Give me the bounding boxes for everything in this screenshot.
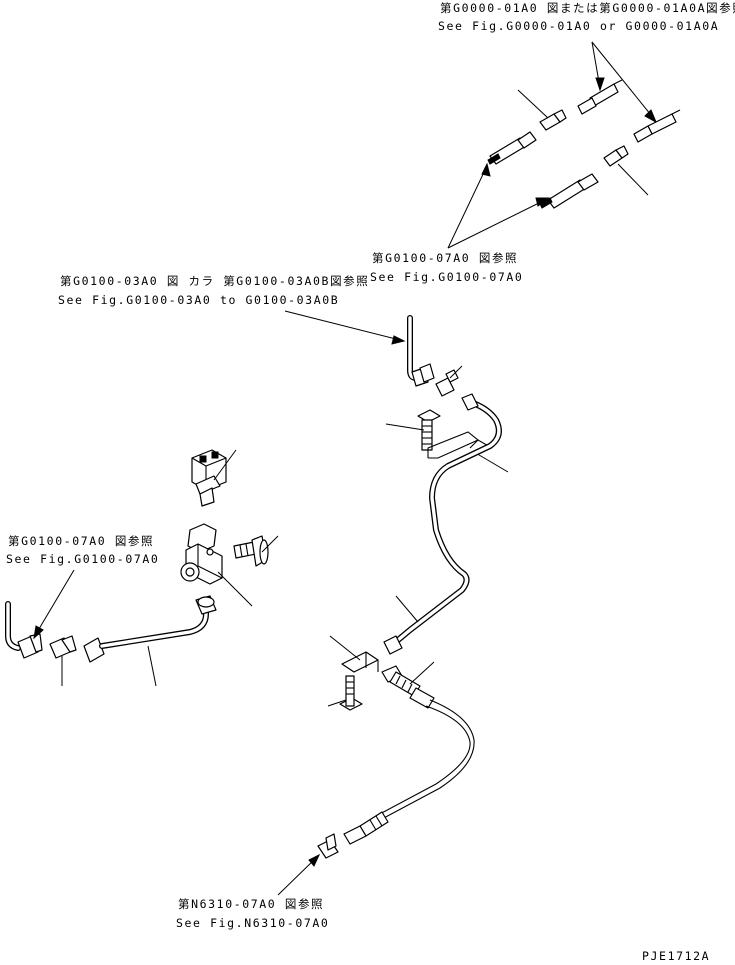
ref-g0000-jp: 第G0000-01A0 図または第G0000-01A0A図参照 <box>440 1 735 15</box>
top-right-group <box>447 41 681 249</box>
upper-pipe-elbow <box>407 315 435 387</box>
hose-piece-lower <box>539 173 599 209</box>
arrow-n6310 <box>277 853 321 896</box>
clamp-bracket-lower <box>329 635 379 673</box>
ref-g0000-en: See Fig.G0000-01A0 or G0000-01A0A <box>438 19 719 33</box>
ref-n6310-jp: 第N6310-07A0 図参照 <box>178 897 324 911</box>
ref-g0100-07a0-left-jp: 第G0100-07A0 図参照 <box>8 534 154 548</box>
ref-g0100-07a0-left-en: See Fig.G0100-07A0 <box>6 552 159 566</box>
hose-end-right <box>633 109 681 143</box>
main-pipe-assembly <box>277 310 509 896</box>
adapter-right <box>603 145 649 196</box>
bolt-top <box>385 409 441 451</box>
left-assembly <box>5 449 279 687</box>
left-adapter <box>49 635 77 686</box>
arrow-g0000-left <box>591 41 605 92</box>
side-bolt <box>233 535 279 567</box>
pressure-switch <box>191 449 237 507</box>
arrow-g0000-right <box>591 41 658 124</box>
drawing-code: PJE1712A <box>642 949 710 963</box>
lower-hose <box>343 661 475 845</box>
ref-g0100-07a0-upper-jp: 第G0100-07A0 図参照 <box>372 251 518 265</box>
ref-n6310-en: See Fig.N6310-07A0 <box>176 916 329 930</box>
arrow-g0100-left <box>33 569 75 640</box>
bent-pipe <box>83 595 217 687</box>
elbow-fitting <box>435 365 463 397</box>
adapter-top <box>517 89 567 131</box>
ref-g0100-03a0-en: See Fig.G0100-03A0 to G0100-03A0B <box>58 293 339 307</box>
bolt-lower <box>327 675 363 711</box>
arrow-g0100-upper-left <box>447 162 491 249</box>
arrow-g0100-03a0 <box>284 310 406 345</box>
ref-g0100-07a0-upper-en: See Fig.G0100-07A0 <box>370 270 523 284</box>
bottom-elbow-fitting <box>317 833 339 859</box>
mounting-block <box>180 523 253 607</box>
hose-piece-upper <box>487 131 537 165</box>
main-curved-pipe <box>383 393 502 655</box>
arrow-g0100-upper-right <box>447 197 550 249</box>
ref-g0100-03a0-jp: 第G0100-03A0 図 カラ 第G0100-03A0B図参照 <box>60 274 369 288</box>
hose-end-upper <box>577 79 623 115</box>
